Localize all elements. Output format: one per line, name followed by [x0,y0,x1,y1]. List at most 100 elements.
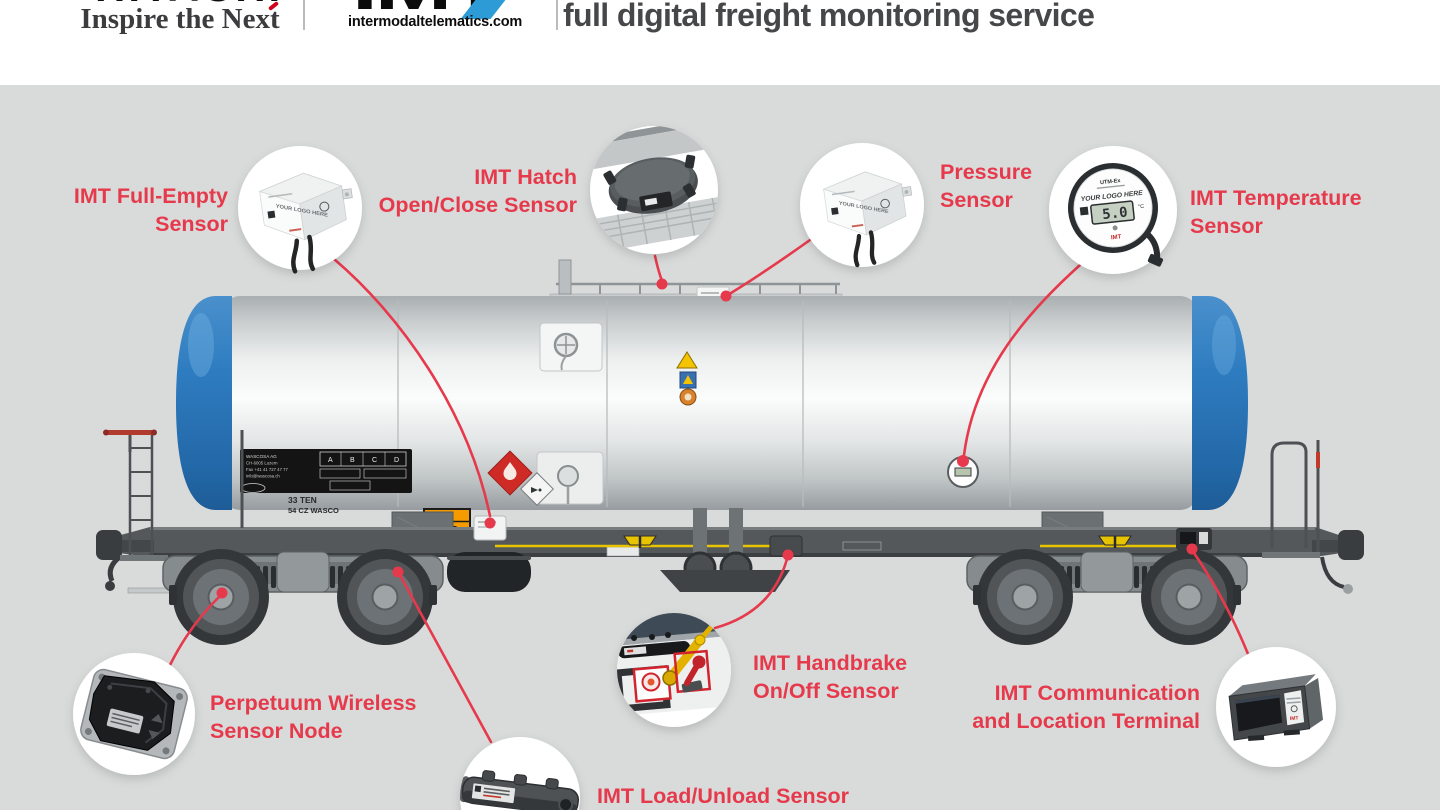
svg-text:WASCOSA AG: WASCOSA AG [246,454,277,459]
label-line: and Location Terminal [972,709,1200,733]
warning-placards [676,351,698,406]
connector-load-unload [399,575,493,744]
wagon-info-plate: WASCOSA AG CH-6005 Luzern Fax +41 41 727… [240,449,412,493]
manhole-panel [539,322,603,372]
hitachi-logo-icon: HITACHI [95,0,305,5]
air-reservoir [447,552,531,592]
target-dot-hatch [656,278,668,290]
tank-end-cap-left [176,296,232,510]
hitachi-tagline: Inspire the Next [80,3,280,35]
label-line: On/Off Sensor [753,679,899,703]
label-pressure-sensor: Pressure Sensor [940,158,1032,214]
handbrake-wheel-icon [103,429,157,452]
connector-full-empty [332,257,492,518]
connector-lines [168,238,1250,744]
svg-text:UTM-Ex: UTM-Ex [1100,178,1122,186]
target-dot-temperature [957,455,969,467]
label-perpetuum-node: Perpetuum Wireless Sensor Node [210,689,417,745]
label-imt-hatch-sensor: IMT Hatch Open/Close Sensor [379,163,577,219]
label-imt-handbrake-sensor: IMT Handbrake On/Off Sensor [753,649,907,705]
label-line: IMT Hatch [474,165,577,189]
connector-handbrake [713,557,789,630]
label-line: Sensor [155,212,228,236]
callout-bubble-pressure [800,143,924,268]
target-dot-pressure [720,290,732,302]
temp-gauge-icon: UTM-Ex YOUR LOGO HERE 5.0 °C IMT [1068,163,1164,267]
svg-text:info@wascosa.ch: info@wascosa.ch [246,474,280,479]
connector-hatch [653,254,664,283]
hatch-device-icon [590,126,718,254]
label-line: IMT Handbrake [753,651,908,675]
standpipe [558,259,572,295]
callout-bubble-communication: IMT [1216,647,1336,767]
imt-logo-icon: IMT [352,0,512,19]
imt-mini-logo: IMT [1290,715,1299,722]
perpetuum-node-icon [80,668,188,760]
header-divider [556,0,558,30]
connector-pressure [729,238,812,295]
target-dot-perpetuum [216,587,228,599]
wagon-code-2: 54 CZ WASCO [288,506,339,515]
svg-text:5.0: 5.0 [1102,205,1129,224]
label-imt-full-empty-sensor: IMT Full-Empty Sensor [74,182,228,238]
svg-text:B: B [350,457,355,464]
label-line: IMT Full-Empty [73,184,228,208]
end-ladder-left [128,430,244,560]
svg-text:CH-6005 Luzern: CH-6005 Luzern [246,461,278,466]
target-dot-communication [1186,543,1198,555]
header-divider [303,0,305,30]
callout-bubble-handbrake [617,613,731,727]
tank-end-cap-right [1192,296,1248,510]
wagon-code-1: 33 TEN [288,495,317,505]
buffer-right [1338,530,1364,560]
target-dots [216,278,1198,599]
bogie-right [966,548,1248,646]
hitachi-word: HITACHI [95,0,283,5]
svg-text:C: C [372,457,377,464]
discharge-pipe [693,508,707,560]
callout-bubble-load-unload [460,737,580,810]
label-imt-temperature-sensor: IMT Temperature Sensor [1190,184,1362,240]
comm-terminal-icon: IMT [1228,674,1324,742]
svg-text:Fax +41 41 727 47 77: Fax +41 41 727 47 77 [246,467,289,472]
target-dot-load-unload [392,566,404,578]
buffer-stem [120,540,154,552]
page-title: full digital freight monitoring service [563,0,1095,33]
connector-communication [1192,551,1250,656]
header: HITACHI Inspire the Next IMT intermodalt… [0,0,1440,85]
label-line: Sensor Node [210,719,343,743]
target-dot-handbrake [782,549,794,561]
label-line: Pressure [940,160,1033,184]
callout-bubble-full-empty [238,146,362,275]
label-line: IMT Temperature [1190,186,1362,210]
label-imt-communication-terminal: IMT Communication and Location Terminal [972,679,1200,735]
anchor-icon [1098,535,1132,548]
anchor-icon [623,535,657,548]
label-line: IMT Load/Unload Sensor [597,784,850,808]
svg-text:D: D [394,457,399,464]
connector-perpetuum [168,594,222,667]
label-line: Perpetuum Wireless [210,691,417,715]
buffer-left [96,530,122,560]
label-line: Open/Close Sensor [378,193,577,217]
callout-bubble-hatch [590,126,718,254]
discharge-pipe [729,508,743,560]
valve-panel [536,451,604,505]
label-line: Sensor [940,188,1013,212]
svg-text:°C: °C [1138,204,1145,211]
label-imt-load-unload-sensor: IMT Load/Unload Sensor [597,782,849,810]
bogie-left [162,548,444,646]
unloading-skid [660,570,790,592]
target-dot-full-empty [484,517,496,529]
environment-placard-icon [520,472,554,506]
imt-website: intermodaltelematics.com [348,14,523,30]
svg-text:A: A [328,457,333,464]
connector-temperature [962,263,1082,457]
tank-wagon-illustration: WASCOSA AG CH-6005 Luzern Fax +41 41 727… [96,259,1364,646]
tank-body [222,296,1198,510]
callout-bubble-temperature: UTM-Ex YOUR LOGO HERE 5.0 °C IMT [1049,146,1177,274]
imt-mini-logo: IMT [1111,234,1122,241]
label-line: IMT Communication [994,681,1200,705]
